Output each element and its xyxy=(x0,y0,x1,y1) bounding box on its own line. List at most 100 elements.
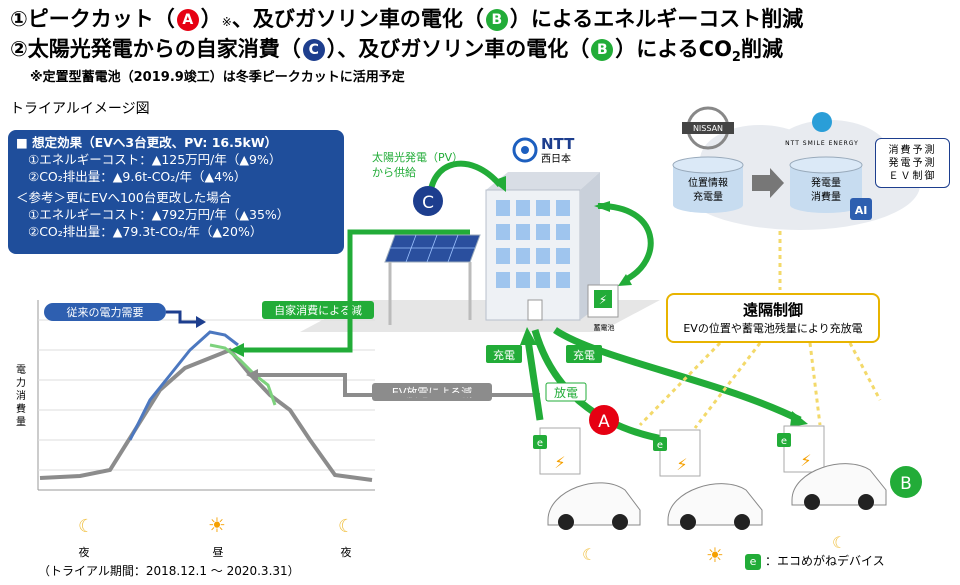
ylabel-char-4: 費 xyxy=(16,402,26,415)
cloud-db-left: 位置情報 充電量 xyxy=(672,156,744,213)
charge-arrow-2 xyxy=(553,327,802,424)
ntt-logo: NTT 西日本 xyxy=(512,135,575,165)
badge-a-diagram xyxy=(589,405,619,435)
self-label: 自家消費による減 xyxy=(274,303,362,317)
headline-2-text-3: ）によるCO xyxy=(615,37,732,61)
cloud-left-1: 位置情報 xyxy=(688,176,728,189)
trial-title: トライアルイメージ図 xyxy=(10,101,150,117)
remote-dotted-lines xyxy=(638,215,882,429)
x-night-1: 夜 xyxy=(79,545,90,559)
charge-bolt-icon: ⚡ xyxy=(554,453,565,472)
expected-effect-box: ■ 想定効果（EVへ3台更改、PV: 16.5kW） ①エネルギーコスト：▲12… xyxy=(8,130,344,254)
moon-icon: ☾ xyxy=(78,516,94,537)
sun-icon: ☀ xyxy=(208,513,226,537)
cloud-right-1: 発電量 xyxy=(811,176,841,189)
headline-1-text-2: 、及びガソリン車の電化（ xyxy=(231,7,484,31)
solar-panel xyxy=(384,234,481,325)
reduced-demand-line xyxy=(39,347,373,482)
pv-label-1: 太陽光発電（PV） xyxy=(372,150,463,164)
moon-icon-4: ☾ xyxy=(832,533,846,552)
original-demand-line xyxy=(128,330,239,441)
nissan-text: NISSAN xyxy=(693,124,723,133)
badge-b-text: B xyxy=(900,474,912,494)
badge-c-text: C xyxy=(422,193,434,213)
moon-icon-3: ☾ xyxy=(582,545,596,564)
badge-b-2: B xyxy=(591,39,614,61)
effect-ref-co2: ②CO₂排出量：▲79.3t-CO₂/年（▲20%） xyxy=(28,224,263,239)
charge-label-1: 充電 xyxy=(493,348,515,362)
badge-c: C xyxy=(302,39,325,61)
charge-label-2-box xyxy=(566,345,602,363)
device-mark-2: e xyxy=(657,440,663,451)
ev-car-3 xyxy=(791,463,887,506)
smile-energy-logo: NTT SMILE ENERGY xyxy=(785,112,859,147)
remote-title: 遠隔制御 xyxy=(742,301,803,319)
remote-sub: EVの位置や蓄電池残量により充放電 xyxy=(683,322,863,335)
discharge-arrow xyxy=(531,329,669,444)
x-night-2: 夜 xyxy=(341,545,352,559)
trial-period: （トライアル期間：2018.12.1 ～ 2020.3.31） xyxy=(38,564,300,578)
self-label-box xyxy=(262,301,374,319)
charge-bolt-icon-2: ⚡ xyxy=(676,455,687,474)
headline-2-text-2: ）、及びガソリン車の電化（ xyxy=(326,37,590,61)
forecast-box: 消費予測 発電予測 ＥＶ制御 xyxy=(875,138,950,188)
ev-station-3: e ⚡ ☾ xyxy=(777,425,887,552)
discharge-label-box xyxy=(545,382,587,402)
cloud-right-2: 消費量 xyxy=(811,190,841,203)
nissan-logo: NISSAN xyxy=(682,106,734,150)
headline-1-text-mid: ） xyxy=(200,7,222,31)
power-graph: 従来の電力需要 自家消費による減 EV放電による減 電 力 消 費 量 ☾ ☀ … xyxy=(16,300,540,559)
cloud-left-2: 充電量 xyxy=(693,190,723,203)
headline-2-text-4: 削減 xyxy=(740,37,783,61)
charge-arrow-1 xyxy=(524,339,544,421)
battery: ⚡ 蓄電池 xyxy=(587,284,619,332)
ylabel-char-1: 電 xyxy=(16,364,26,376)
ai-chip-icon xyxy=(850,198,872,220)
device-mark-3: e xyxy=(781,436,787,447)
charge-label-2: 充電 xyxy=(573,348,595,362)
demand-label-box xyxy=(44,303,166,321)
eco-device-label: ：エコめがねデバイス xyxy=(765,554,885,568)
battery-arrow xyxy=(597,202,654,283)
ev-station-2: e ⚡ ☀ xyxy=(653,429,763,567)
moon-icon-2: ☾ xyxy=(338,516,354,537)
ev-arrow xyxy=(255,373,540,397)
effect-cost: ①エネルギーコスト：▲125万円/年（▲9%） xyxy=(28,152,282,167)
headline-1-text: ①ピークカット（ xyxy=(10,7,175,31)
badge-a-text: A xyxy=(598,412,610,432)
ev-car-1 xyxy=(547,482,641,526)
battery-note: ※定置型蓄電池（2019.9竣工）は冬季ピークカットに活用予定 xyxy=(30,70,405,85)
forecast-1: 消費予測 xyxy=(888,145,937,156)
demand-arrow xyxy=(166,310,198,324)
forecast-2: 発電予測 xyxy=(888,158,937,169)
smile-text: NTT SMILE ENERGY xyxy=(785,140,859,147)
ylabel-char-2: 力 xyxy=(16,376,26,389)
badge-a: A xyxy=(176,9,199,31)
effect-title: ■ 想定効果（EVへ3台更改、PV: 16.5kW） xyxy=(16,135,278,150)
co2-subscript: 2 xyxy=(731,50,741,66)
ylabel-char-5: 量 xyxy=(16,416,26,428)
ntt-logo-text: NTT xyxy=(541,135,575,153)
ev-car-2 xyxy=(667,483,763,526)
ai-label: AI xyxy=(855,204,868,217)
badge-c-diagram xyxy=(413,186,443,216)
forecast-3: ＥＶ制御 xyxy=(888,171,937,182)
graph-ylabel: 電 力 消 費 量 xyxy=(16,364,26,428)
charge-bolt-icon-3: ⚡ xyxy=(800,451,811,470)
cloud-db-right: 発電量 消費量 xyxy=(789,156,863,213)
demand-label: 従来の電力需要 xyxy=(67,306,144,319)
headline-2-text: ②太陽光発電からの自家消費（ xyxy=(10,37,301,61)
eco-device-icon: e xyxy=(745,554,761,570)
headline-2: ②太陽光発電からの自家消費（C）、及びガソリン車の電化（B）によるCO2削減 xyxy=(10,36,783,71)
effect-ref-title: ＜参考＞更にEVへ100台更改した場合 xyxy=(16,190,232,205)
battery-bolt-icon: ⚡ xyxy=(599,293,607,307)
eco-device-legend: e ：エコめがねデバイス xyxy=(745,552,885,570)
cloud-arrow-icon xyxy=(752,168,784,198)
effect-ref-cost: ①エネルギーコスト：▲792万円/年（▲35%） xyxy=(28,207,290,222)
pv-label-2: から供給 xyxy=(372,165,416,179)
ntt-sub-text: 西日本 xyxy=(541,152,571,165)
discharge-label: 放電 xyxy=(554,385,578,400)
battery-label: 蓄電池 xyxy=(594,323,615,332)
headline-1-text-3: ）によるエネルギーコスト削減 xyxy=(509,7,804,31)
